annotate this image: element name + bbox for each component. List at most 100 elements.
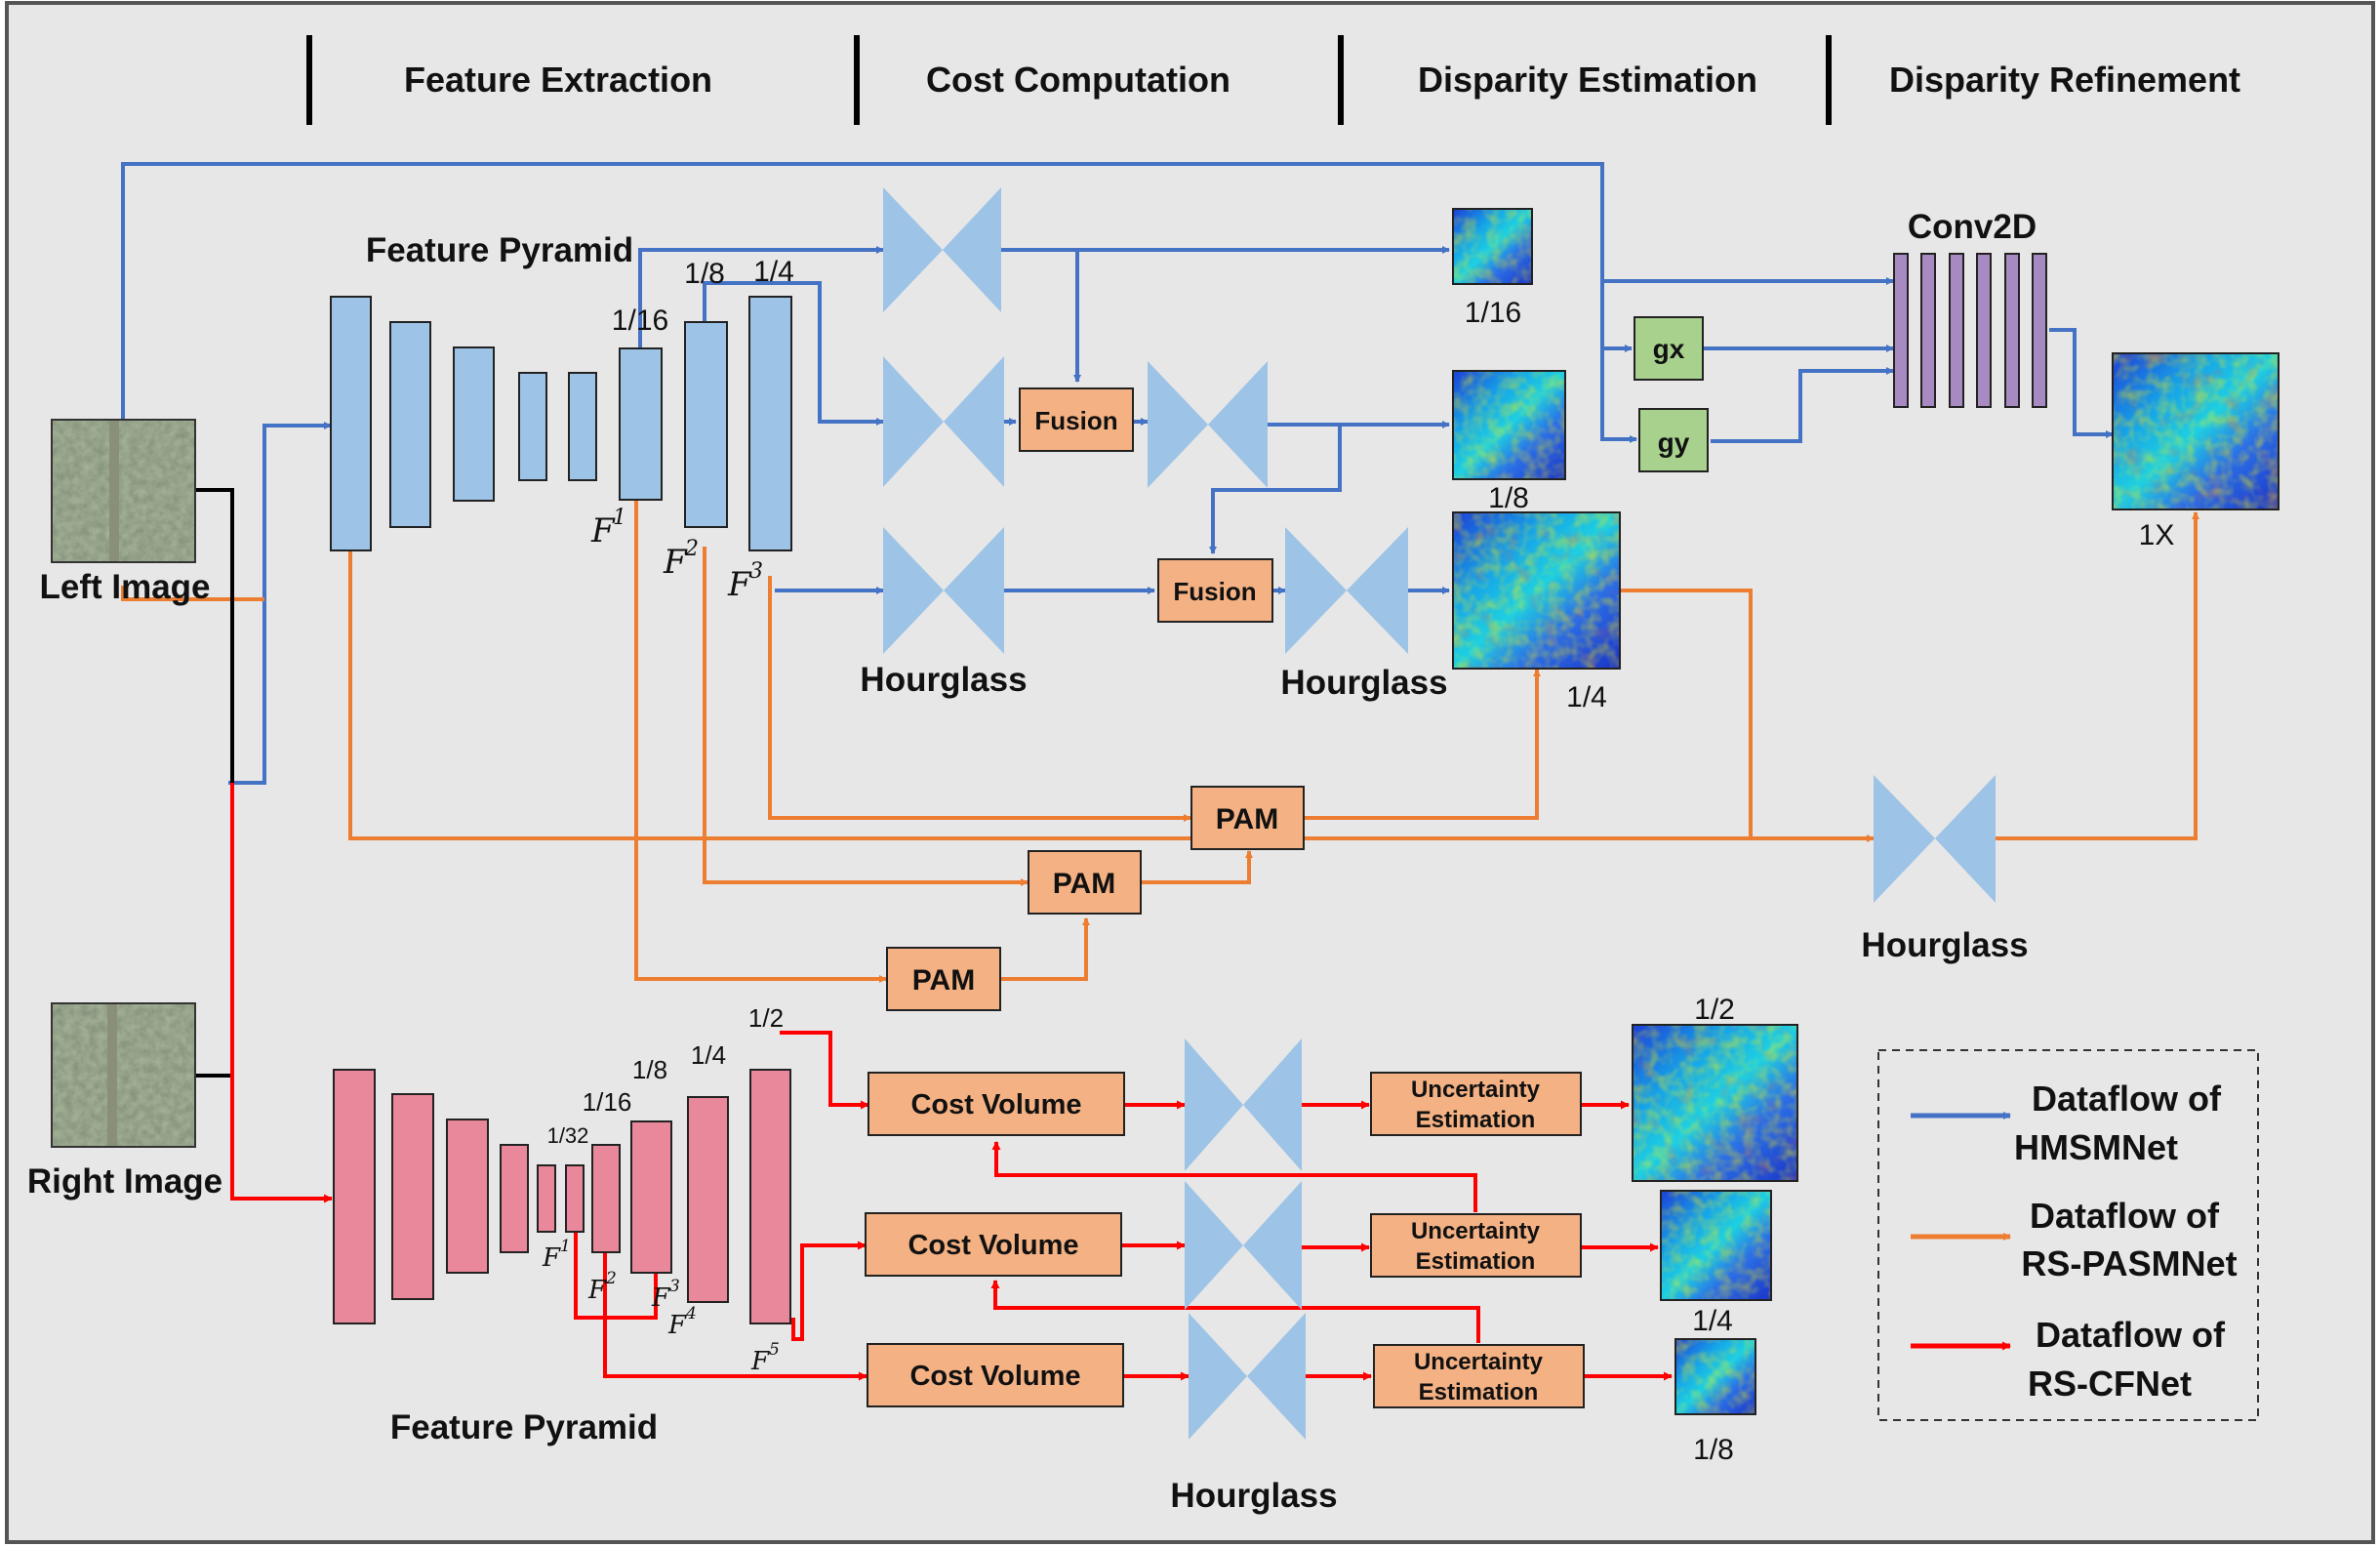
top-feature-pyramid: [330, 296, 792, 551]
hourglass-label-3: Hourglass: [1861, 926, 2028, 964]
bottom-out-scale-1-2: 1/2: [1694, 994, 1735, 1026]
cost-volume-box-1: Cost Volume: [867, 1072, 1125, 1136]
out-scale-1-4: 1/4: [1566, 681, 1607, 713]
svg-text:Dataflow of: Dataflow of: [2032, 1079, 2222, 1119]
left-image: [51, 419, 196, 563]
section-feature-extraction: Feature Extraction: [404, 60, 712, 100]
pam-box-1: PAM: [1190, 786, 1305, 850]
svg-text:HMSMNet: HMSMNet: [2014, 1127, 2178, 1167]
rs-cfnet-dataflow: [230, 783, 1673, 1381]
svg-text:RS-PASMNet: RS-PASMNet: [2021, 1243, 2237, 1283]
hourglass-label-2: Hourglass: [1280, 664, 1447, 702]
out-scale-1-16: 1/16: [1465, 297, 1521, 329]
svg-text:5: 5: [769, 1340, 780, 1360]
conv2d-label: Conv2D: [1908, 208, 2037, 246]
top-scale-1-8: 1/8: [684, 258, 725, 290]
svg-text:Estimation: Estimation: [1419, 1379, 1539, 1405]
cost-volume-box-3: Cost Volume: [867, 1343, 1124, 1407]
svg-text:3: 3: [749, 559, 763, 584]
svg-text:RS-CFNet: RS-CFNet: [2028, 1364, 2192, 1404]
svg-text:Cost Volume: Cost Volume: [908, 1230, 1078, 1261]
bottom-scale-1-16: 1/16: [583, 1087, 632, 1117]
hourglass-shapes-top: [883, 187, 1996, 903]
section-disparity-refinement: Disparity Refinement: [1889, 60, 2240, 100]
bottom-scale-1-2: 1/2: [748, 1003, 784, 1033]
svg-text:gx: gx: [1653, 334, 1685, 364]
svg-text:PAM: PAM: [1053, 868, 1115, 900]
top-feature-f3: F3: [727, 559, 763, 604]
legend: Dataflow of HMSMNet Dataflow of RS-PASMN…: [1877, 1049, 2259, 1421]
heatmaps: [1452, 208, 2279, 1415]
svg-text:1: 1: [613, 506, 626, 530]
right-image: [51, 1002, 196, 1148]
heatmap-bottom-1-4: [1660, 1190, 1772, 1301]
heatmap-top-1-8: [1452, 370, 1566, 480]
heatmap-bottom-1-8: [1674, 1338, 1756, 1415]
legend-item-rs-pasmnet: Dataflow of RS-PASMNet: [1911, 1196, 2238, 1283]
top-feature-pyramid-title: Feature Pyramid: [366, 231, 633, 269]
uncertainty-box-2: Uncertainty Estimation: [1370, 1213, 1582, 1278]
top-feature-f1: F1: [590, 506, 626, 550]
out-scale-1-8: 1/8: [1488, 482, 1529, 514]
bottom-out-scale-1-8: 1/8: [1693, 1434, 1734, 1466]
bottom-feature-pyramid-title: Feature Pyramid: [390, 1408, 658, 1446]
svg-text:F: F: [590, 511, 616, 550]
svg-text:F: F: [542, 1243, 561, 1273]
legend-item-rs-cfnet: Dataflow of RS-CFNet: [1911, 1315, 2226, 1404]
svg-text:2: 2: [605, 1269, 617, 1288]
uncertainty-box-3: Uncertainty Estimation: [1373, 1344, 1585, 1408]
top-feature-f2: F2: [663, 537, 699, 582]
gx-box: gx: [1634, 316, 1704, 381]
heatmap-refined-1x: [2112, 352, 2279, 510]
header-dividers: [306, 35, 1832, 125]
svg-text:F: F: [663, 543, 688, 582]
svg-text:Dataflow of: Dataflow of: [2030, 1196, 2220, 1236]
hmsmnet-dataflow: [121, 162, 2114, 785]
svg-text:Cost Volume: Cost Volume: [910, 1089, 1081, 1120]
hourglass-label-4: Hourglass: [1170, 1477, 1337, 1515]
conv2d-block: [1893, 253, 2047, 408]
right-image-label: Right Image: [27, 1162, 222, 1201]
bottom-out-scale-1-4: 1/4: [1692, 1305, 1733, 1337]
svg-text:2: 2: [684, 537, 699, 561]
legend-item-hmsmnet: Dataflow of HMSMNet: [1911, 1079, 2222, 1167]
svg-text:4: 4: [685, 1304, 697, 1323]
heatmap-bottom-1-2: [1632, 1024, 1798, 1182]
bottom-scale-1-32: 1/32: [547, 1123, 589, 1148]
gy-box: gy: [1638, 408, 1709, 472]
svg-text:Cost Volume: Cost Volume: [909, 1361, 1080, 1392]
svg-text:Dataflow of: Dataflow of: [2036, 1315, 2226, 1355]
svg-text:1: 1: [560, 1237, 571, 1256]
svg-text:gy: gy: [1658, 427, 1690, 458]
svg-text:F: F: [587, 1276, 607, 1305]
svg-text:Fusion: Fusion: [1034, 406, 1117, 435]
hourglass-shapes-bottom: [1185, 1038, 1306, 1440]
svg-text:Uncertainty: Uncertainty: [1411, 1077, 1541, 1103]
pam-box-3: PAM: [886, 947, 1001, 1011]
section-disparity-estimation: Disparity Estimation: [1418, 60, 1757, 100]
out-scale-1x: 1X: [2139, 519, 2175, 551]
bottom-scale-1-8: 1/8: [632, 1055, 667, 1084]
bottom-feature-pyramid: [333, 1069, 791, 1324]
heatmap-top-1-4: [1452, 511, 1621, 670]
section-cost-computation: Cost Computation: [926, 60, 1230, 100]
left-image-label: Left Image: [39, 568, 210, 606]
uncertainty-box-1: Uncertainty Estimation: [1370, 1072, 1582, 1136]
cost-volume-box-2: Cost Volume: [865, 1212, 1122, 1277]
svg-text:Estimation: Estimation: [1416, 1107, 1536, 1133]
fusion-box-1: Fusion: [1019, 387, 1134, 452]
bottom-scale-1-4: 1/4: [691, 1040, 726, 1070]
svg-text:PAM: PAM: [1216, 803, 1278, 835]
svg-text:PAM: PAM: [912, 964, 975, 997]
svg-text:Fusion: Fusion: [1173, 577, 1256, 606]
svg-text:Uncertainty: Uncertainty: [1411, 1218, 1541, 1244]
rs-pasmnet-dataflow: [121, 500, 2199, 983]
pam-box-2: PAM: [1028, 850, 1142, 915]
svg-text:F: F: [750, 1347, 770, 1376]
top-scale-1-16: 1/16: [612, 305, 668, 337]
